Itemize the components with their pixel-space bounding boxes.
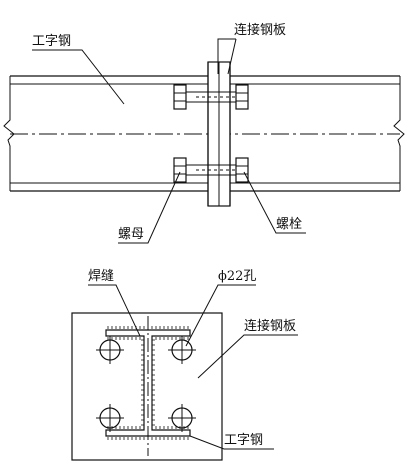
label-plate-bottom: 连接钢板: [244, 318, 296, 334]
label-plate-top: 连接钢板: [234, 22, 286, 38]
leader-weld: [88, 284, 141, 337]
bottom-section-view: 焊缝 ϕ22孔 连接钢板 工字钢: [71, 268, 298, 461]
label-beam-bottom: 工字钢: [224, 433, 263, 448]
leader-beam-top: [32, 49, 125, 105]
label-beam-top: 工字钢: [32, 34, 71, 49]
leader-nut: [118, 171, 181, 244]
top-elevation-view: 工字钢 连接钢板 螺母 螺栓: [3, 22, 405, 244]
nut-lower-left: [173, 157, 187, 183]
leader-bolt: [243, 171, 306, 234]
label-weld: 焊缝: [88, 268, 114, 284]
leader-plate-top-2: [227, 38, 237, 75]
bolt-head-lower-right: [235, 157, 249, 183]
bolt-hole-bottom-right: [168, 404, 196, 432]
leader-plate-bottom: [197, 334, 298, 379]
bolt-hole-bottom-left: [96, 404, 124, 432]
bolt-hole-top-right: [168, 336, 196, 364]
break-line-right: [393, 76, 405, 191]
bolt-hole-top-left: [96, 336, 124, 364]
break-line-left: [3, 76, 15, 191]
label-nut: 螺母: [118, 227, 144, 242]
leader-plate-top-1: [217, 38, 236, 74]
nut-upper-left: [173, 84, 187, 110]
leader-beam-bottom: [189, 435, 274, 450]
connecting-plate-section: [71, 312, 223, 461]
label-hole: ϕ22孔: [218, 269, 256, 284]
label-bolt: 螺栓: [276, 217, 302, 232]
weld-ticks-web: [141, 339, 155, 426]
leader-hole: [185, 284, 256, 347]
bolt-head-upper-right: [235, 84, 249, 110]
